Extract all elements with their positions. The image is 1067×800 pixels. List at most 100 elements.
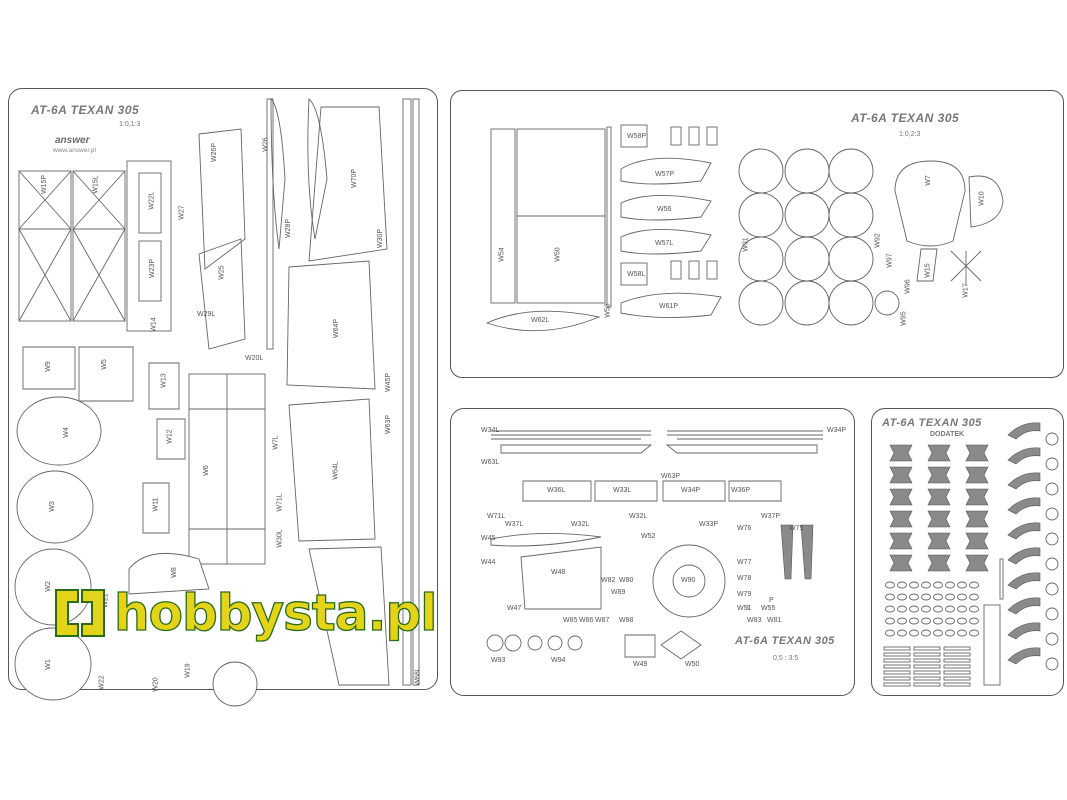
label-w32l-2: W32L: [629, 513, 648, 520]
oval-part: [969, 605, 979, 613]
bar-strip: [883, 652, 911, 657]
label-w33p: W33P: [699, 521, 719, 528]
label-w36l: W36L: [547, 487, 566, 494]
sheet-a-title: AT-6A TEXAN 305: [31, 103, 140, 117]
part-w90: [652, 544, 726, 618]
label-w34p-top: W34P: [827, 427, 847, 434]
label-w63p: W63P: [661, 473, 681, 480]
bar-strip: [913, 670, 941, 675]
label-w51: W51: [737, 605, 752, 612]
part-w61p: [620, 292, 722, 319]
oval-part: [945, 617, 955, 625]
bar-strip: [883, 682, 911, 687]
bar-strip: [913, 658, 941, 663]
label-w50: W50: [554, 247, 562, 262]
oval-part: [969, 593, 979, 601]
label-w37p: W37P: [761, 513, 781, 520]
oval-part: [885, 581, 895, 589]
bar-strip: [883, 658, 911, 663]
label-w89: W89: [611, 589, 626, 596]
photo-etch-sheet-c: AT-6A TEXAN 305 0,5 : 3:5 W34L W34P W63L…: [450, 408, 855, 696]
oval-part: [909, 605, 919, 613]
truss-frame-right: [72, 170, 126, 322]
label-w92: W92: [874, 233, 882, 248]
label-w30p: W30P: [377, 228, 385, 249]
label-w75: W75: [789, 525, 804, 532]
sheet-b-title: AT-6A TEXAN 305: [851, 111, 960, 125]
curved-part: [1007, 622, 1041, 640]
part-w62l: [485, 310, 601, 332]
oval-part: [945, 593, 955, 601]
label-w71l: W71L: [487, 513, 506, 520]
label-w10: W10: [978, 191, 986, 206]
part-strip-ladder: [983, 604, 1001, 686]
sheet-c-title: AT-6A TEXAN 305: [735, 635, 835, 647]
curved-part: [1007, 447, 1041, 465]
part-w25: [198, 128, 246, 270]
ring-part: [1045, 482, 1059, 496]
label-w76: W76: [737, 525, 752, 532]
photo-etch-sheet-a: AT-6A TEXAN 305 1:0,1:3 answer www.answe…: [8, 88, 438, 707]
seat-part: [927, 466, 951, 484]
curved-part: [1007, 497, 1041, 515]
label-w22: W22: [98, 675, 106, 690]
label-w81: W81: [767, 617, 782, 624]
small-part-grid: [670, 126, 718, 280]
hobbysta-text: hobbysta.pl: [113, 584, 438, 642]
label-w87: W87: [595, 617, 610, 624]
label-w50: W50: [685, 661, 700, 668]
sheet-d-subtitle: DODATEK: [930, 431, 965, 438]
part-w12: [156, 418, 186, 460]
oval-part: [945, 605, 955, 613]
label-w15p: W15P: [41, 174, 49, 195]
seat-part: [889, 488, 913, 506]
fuselage-panel: [126, 160, 172, 332]
label-w48: W48: [551, 569, 566, 576]
part-w57l: [620, 229, 712, 255]
seat-part: [889, 444, 913, 462]
oval-part: [909, 593, 919, 601]
oval-part: [897, 617, 907, 625]
label-w8: W8: [170, 567, 178, 578]
oval-part: [957, 605, 967, 613]
label-w28p: W28P: [285, 218, 293, 239]
curved-part: [1007, 547, 1041, 565]
oval-part: [921, 581, 931, 589]
part-w11: [142, 482, 170, 534]
wheel-disc-grid: [738, 148, 900, 326]
oval-part: [957, 593, 967, 601]
part-w3: [16, 470, 94, 544]
oval-part: [933, 593, 943, 601]
seat-part: [889, 532, 913, 550]
curved-part: [1007, 572, 1041, 590]
label-w57p: W57P: [655, 171, 675, 178]
oval-part: [933, 581, 943, 589]
label-w97: W97: [886, 253, 894, 268]
label-w61p: W61P: [659, 303, 679, 310]
curved-parts-column: [1007, 422, 1041, 665]
oval-part: [897, 605, 907, 613]
ring-part: [1045, 557, 1059, 571]
part-w1: [14, 627, 92, 701]
truss-frame-left: [18, 170, 72, 322]
label-w25: W25: [218, 265, 226, 280]
label-w7l: W7L: [272, 435, 280, 450]
sheet-d-parts: [883, 422, 1059, 687]
part-w5: [78, 346, 134, 402]
label-w15l: W15L: [92, 175, 100, 194]
part-w17: [950, 250, 982, 285]
part-w10: [968, 175, 1004, 228]
part-w7: [894, 160, 966, 247]
seat-part: [965, 510, 989, 528]
label-w30l: W30L: [276, 529, 284, 548]
ring-part: [1045, 507, 1059, 521]
oval-part: [933, 629, 943, 637]
ring-part: [1045, 432, 1059, 446]
label-w63p: W63P: [385, 414, 393, 435]
label-w37l: W37L: [505, 521, 524, 528]
label-w33l: W33L: [613, 487, 632, 494]
sheet-b-parts: [485, 124, 1004, 332]
sheet-b-scale: 1:0,2:3: [899, 131, 921, 138]
ring-part: [1045, 657, 1059, 671]
part-w13: [148, 362, 180, 410]
